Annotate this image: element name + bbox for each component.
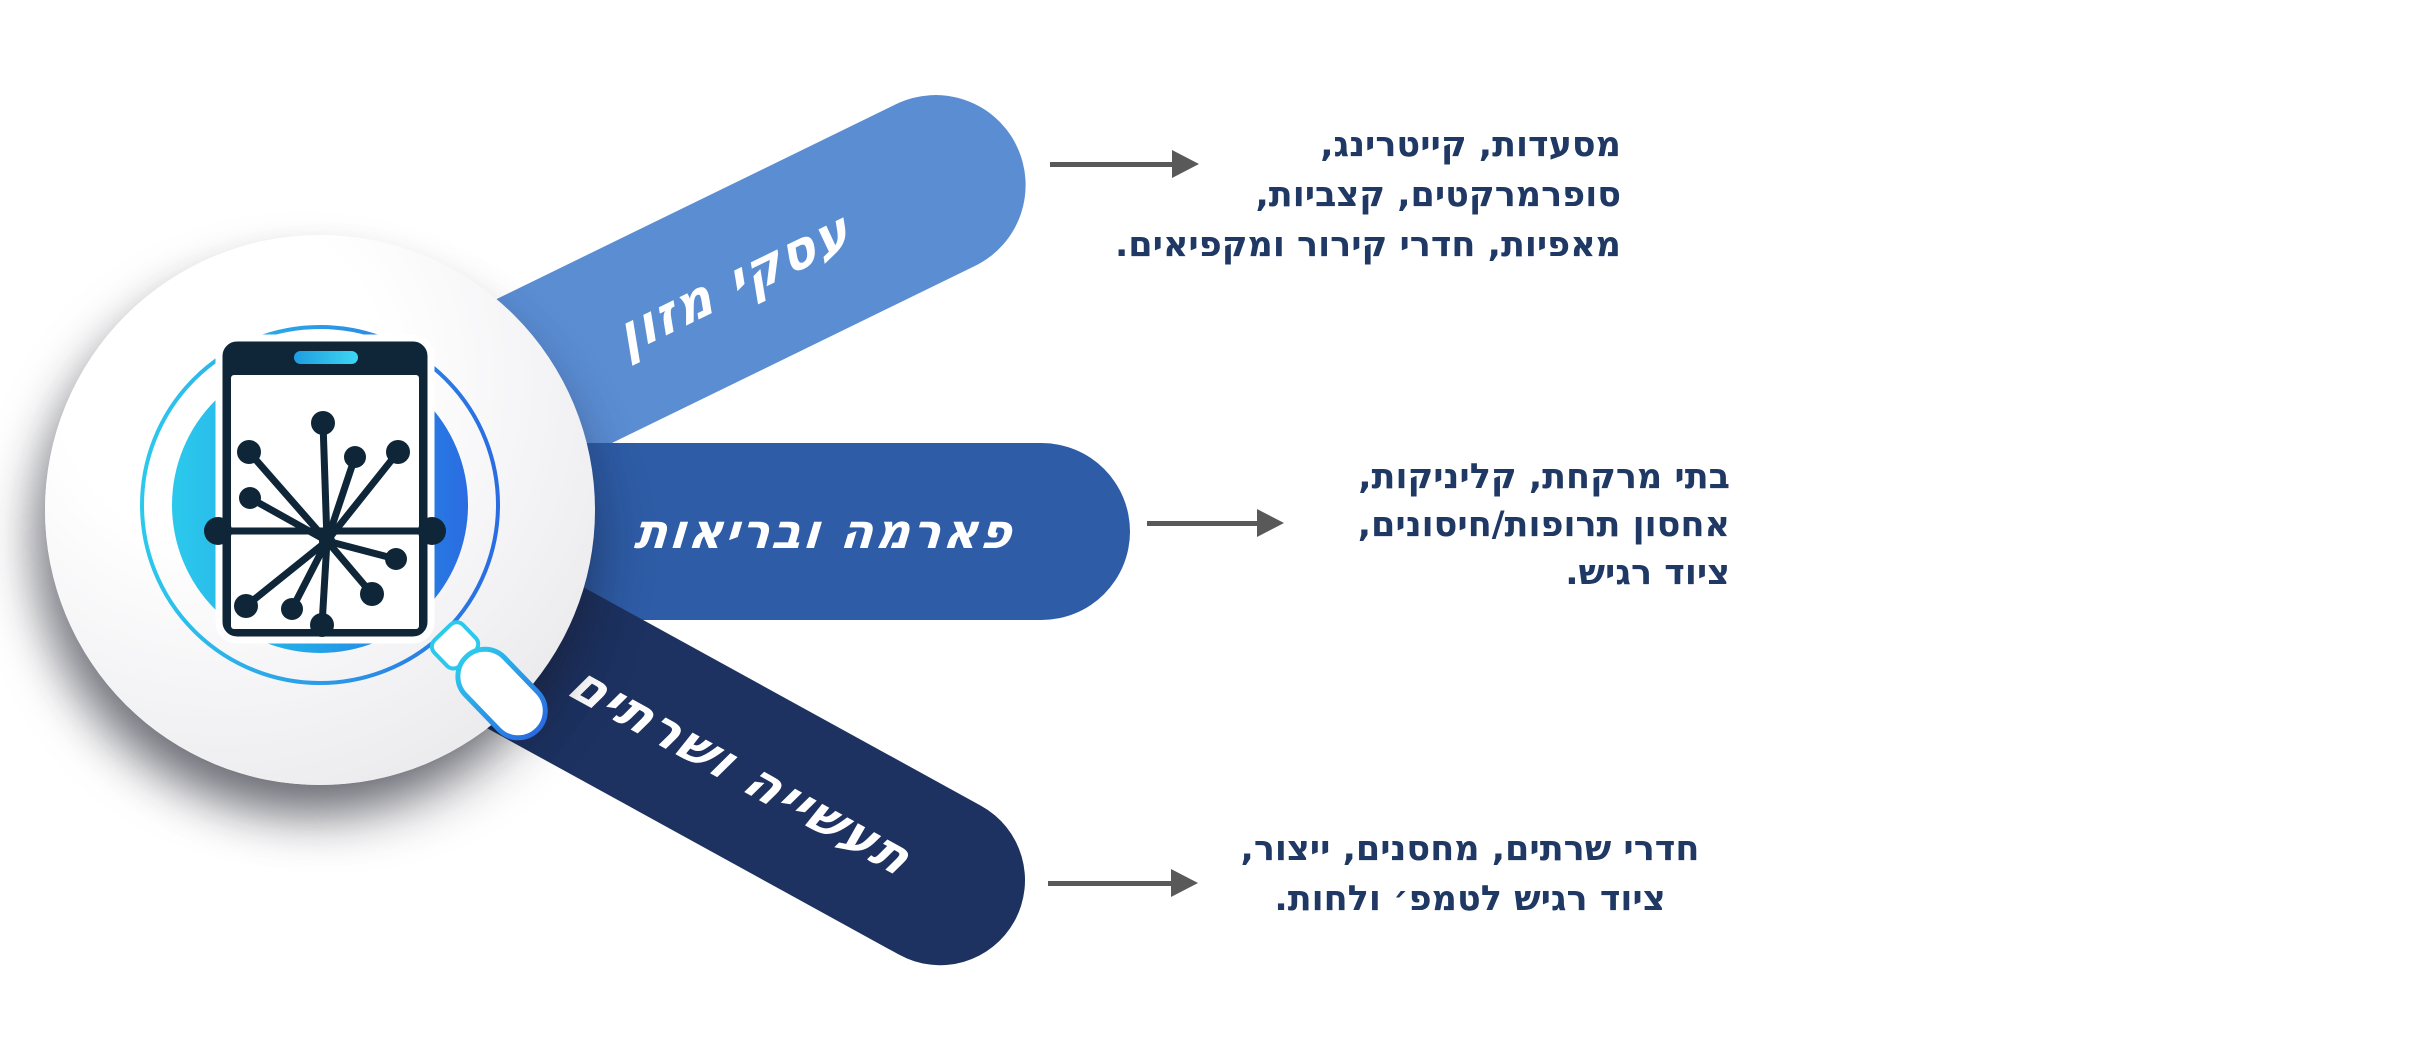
arrow-industry bbox=[1048, 869, 1198, 897]
description-pharma: בתי מרקחת, קליניקות, אחסון תרופות/חיסוני… bbox=[1358, 453, 1730, 597]
description-industry-line1: חדרי שרתים, מחסנים, ייצור, bbox=[1240, 829, 1700, 869]
description-pharma-line3: ציוד רגיש. bbox=[1565, 553, 1730, 593]
arrow-food bbox=[1050, 150, 1199, 178]
network-hub-icon bbox=[204, 411, 446, 637]
magnifier-handle bbox=[429, 620, 548, 741]
phone-speaker bbox=[294, 351, 358, 364]
description-industry-line2: ציוד רגיש לטמפ׳ ולחות. bbox=[1274, 879, 1666, 919]
description-food-line3: מאפיות, חדרי קירור ומקפיאים. bbox=[1114, 225, 1621, 265]
description-food-line1: מסעדות, קייטרינג, bbox=[1320, 125, 1621, 165]
description-food-line2: סופרמרקטים, קצביות, bbox=[1255, 175, 1621, 215]
description-pharma-line1: בתי מרקחת, קליניקות, bbox=[1358, 457, 1730, 497]
description-industry: חדרי שרתים, מחסנים, ייצור, ציוד רגיש לטמ… bbox=[1170, 824, 1770, 924]
description-food: מסעדות, קייטרינג, סופרמרקטים, קצביות, מא… bbox=[1115, 120, 1621, 270]
description-pharma-line2: אחסון תרופות/חיסונים, bbox=[1357, 505, 1730, 545]
center-badge bbox=[45, 235, 595, 785]
arrow-pharma bbox=[1147, 509, 1284, 537]
magnifier-ring bbox=[140, 325, 500, 685]
magnifier-phone-network-icon bbox=[140, 325, 548, 741]
